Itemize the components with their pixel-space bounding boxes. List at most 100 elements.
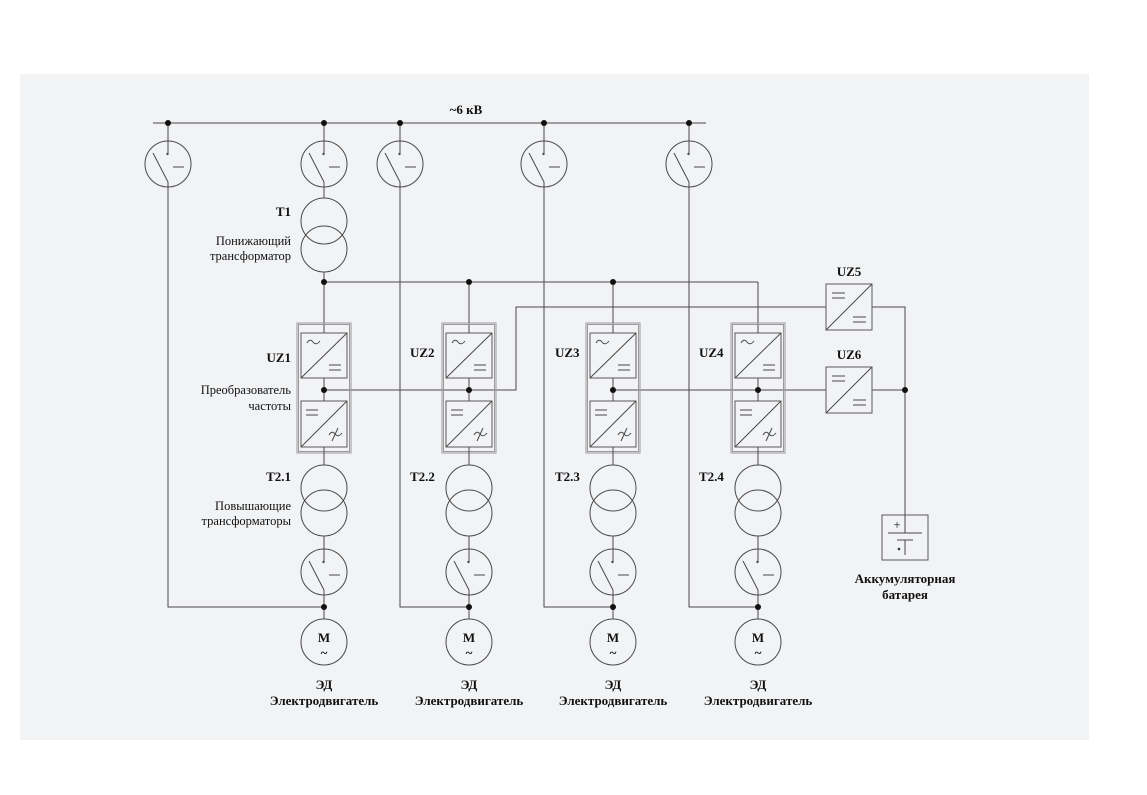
frequency-converter-uz3 (585, 322, 641, 454)
bus-junction-node (321, 120, 327, 126)
switch-blade (528, 152, 545, 183)
motor-2-circle (445, 618, 493, 666)
switch-contact-dot (467, 560, 470, 564)
bus-junction-node (686, 120, 692, 126)
diagram-background (20, 74, 1089, 740)
uz4-label: UZ4 (699, 345, 724, 360)
converter-box-diagonal (589, 400, 637, 448)
bus-voltage-label: ~6 кВ (450, 102, 483, 117)
bypass-wire-2 (399, 187, 469, 608)
dc-link-junction-node (755, 387, 761, 393)
bypass-wire-4 (688, 187, 758, 608)
switch-blade (152, 152, 169, 183)
ac-bus-junction-node (321, 279, 327, 285)
motor-2-name: Электродвигатель (415, 693, 524, 708)
uz2-label: UZ2 (410, 345, 435, 360)
switch-blade (453, 560, 470, 591)
uz5-label: UZ5 (837, 264, 862, 279)
motor-3-ac: ~ (610, 645, 617, 660)
dcdc-block (825, 283, 873, 331)
step-up-desc-line1: Повышающие (215, 499, 291, 513)
motor-1-symbol: M (318, 630, 330, 645)
transformer-winding-primary (300, 197, 348, 245)
switch-contact-dot (322, 560, 325, 564)
switch-contact-dot (166, 152, 169, 156)
converter-box-diagonal (445, 332, 493, 379)
motor-4-ac: ~ (755, 645, 762, 660)
dc-link-junction-node (466, 387, 472, 393)
battery-feed-wire (872, 306, 906, 515)
frequency-converter-uz4 (730, 322, 786, 454)
bus-junction-node (541, 120, 547, 126)
motor-2-abbr: ЭД (461, 677, 478, 692)
switch-contact-dot (398, 152, 401, 156)
transformer-winding-primary (734, 464, 782, 512)
converter-desc-line1: Преобразователь (201, 383, 292, 397)
motor-1-name: Электродвигатель (270, 693, 379, 708)
motor-4-symbol: M (752, 630, 764, 645)
schematic-geometry (144, 120, 929, 666)
ac-symbol-icon (595, 339, 610, 345)
ac-bus-junction-node (610, 279, 616, 285)
switch-blade (384, 152, 401, 183)
converter-box-frame (825, 283, 873, 331)
converter-desc-line2: частоты (248, 399, 291, 413)
ac-symbol-icon (451, 339, 466, 345)
motor-4-abbr: ЭД (750, 677, 767, 692)
motor-3-name: Электродвигатель (559, 693, 668, 708)
switch-contact-dot (542, 152, 545, 156)
battery-label-line1: Аккумуляторная (855, 571, 956, 586)
motor-junction-node (466, 604, 472, 610)
variable-ac-slash (620, 427, 628, 442)
transformer-winding-primary (445, 464, 493, 512)
converter-box-diagonal (825, 283, 873, 331)
motor-4-name: Электродвигатель (704, 693, 813, 708)
motor-3-abbr: ЭД (605, 677, 622, 692)
dcdc-block (825, 366, 873, 414)
motor-3-circle (589, 618, 637, 666)
step-up-desc-line2: трансформаторы (202, 514, 292, 528)
converter-box-frame (825, 366, 873, 414)
ac-bus-junction-node (466, 279, 472, 285)
variable-ac-slash (331, 427, 339, 442)
switch-contact-dot (322, 152, 325, 156)
uz3-label: UZ3 (555, 345, 580, 360)
motor-3-symbol: M (607, 630, 619, 645)
t2-1-label: T2.1 (266, 469, 291, 484)
bus-junction-node (397, 120, 403, 126)
dcdc-converter-uz6 (825, 366, 873, 414)
motor-4-circle (734, 618, 782, 666)
motor-1-ac: ~ (321, 645, 328, 660)
converter-box-diagonal (300, 400, 348, 448)
switch-contact-dot (687, 152, 690, 156)
switch-blade (597, 560, 614, 591)
battery-symbol (881, 514, 929, 561)
switch-contact-dot (611, 560, 614, 564)
bypass-wire-3 (543, 187, 613, 608)
t1-desc-line2: трансформатор (210, 249, 291, 263)
transformer-winding-primary (589, 464, 637, 512)
motor-junction-node (321, 604, 327, 610)
t1-desc-line1: Понижающий (216, 234, 291, 248)
t2-2-label: T2.2 (410, 469, 435, 484)
motor-junction-node (755, 604, 761, 610)
converter-box-diagonal (300, 332, 348, 379)
ac-symbol-icon (306, 339, 321, 345)
uz6-label: UZ6 (837, 347, 862, 362)
t2-3-label: T2.3 (555, 469, 580, 484)
switch-contact-dot (756, 560, 759, 564)
motor-2-symbol: M (463, 630, 475, 645)
battery-label-line2: батарея (882, 587, 928, 602)
dc-bus-uz1-uz2-to-uz5 (324, 306, 826, 391)
converter-box-diagonal (589, 332, 637, 379)
dc-link-junction-node (610, 387, 616, 393)
motor-junction-node (610, 604, 616, 610)
bypass-wire-1 (167, 187, 324, 608)
motor-1-abbr: ЭД (316, 677, 333, 692)
switch-blade (308, 152, 325, 183)
switch-blade (308, 560, 325, 591)
converter-box-diagonal (734, 400, 782, 448)
dcdc-converter-uz5 (825, 283, 873, 331)
converter-box-diagonal (445, 400, 493, 448)
